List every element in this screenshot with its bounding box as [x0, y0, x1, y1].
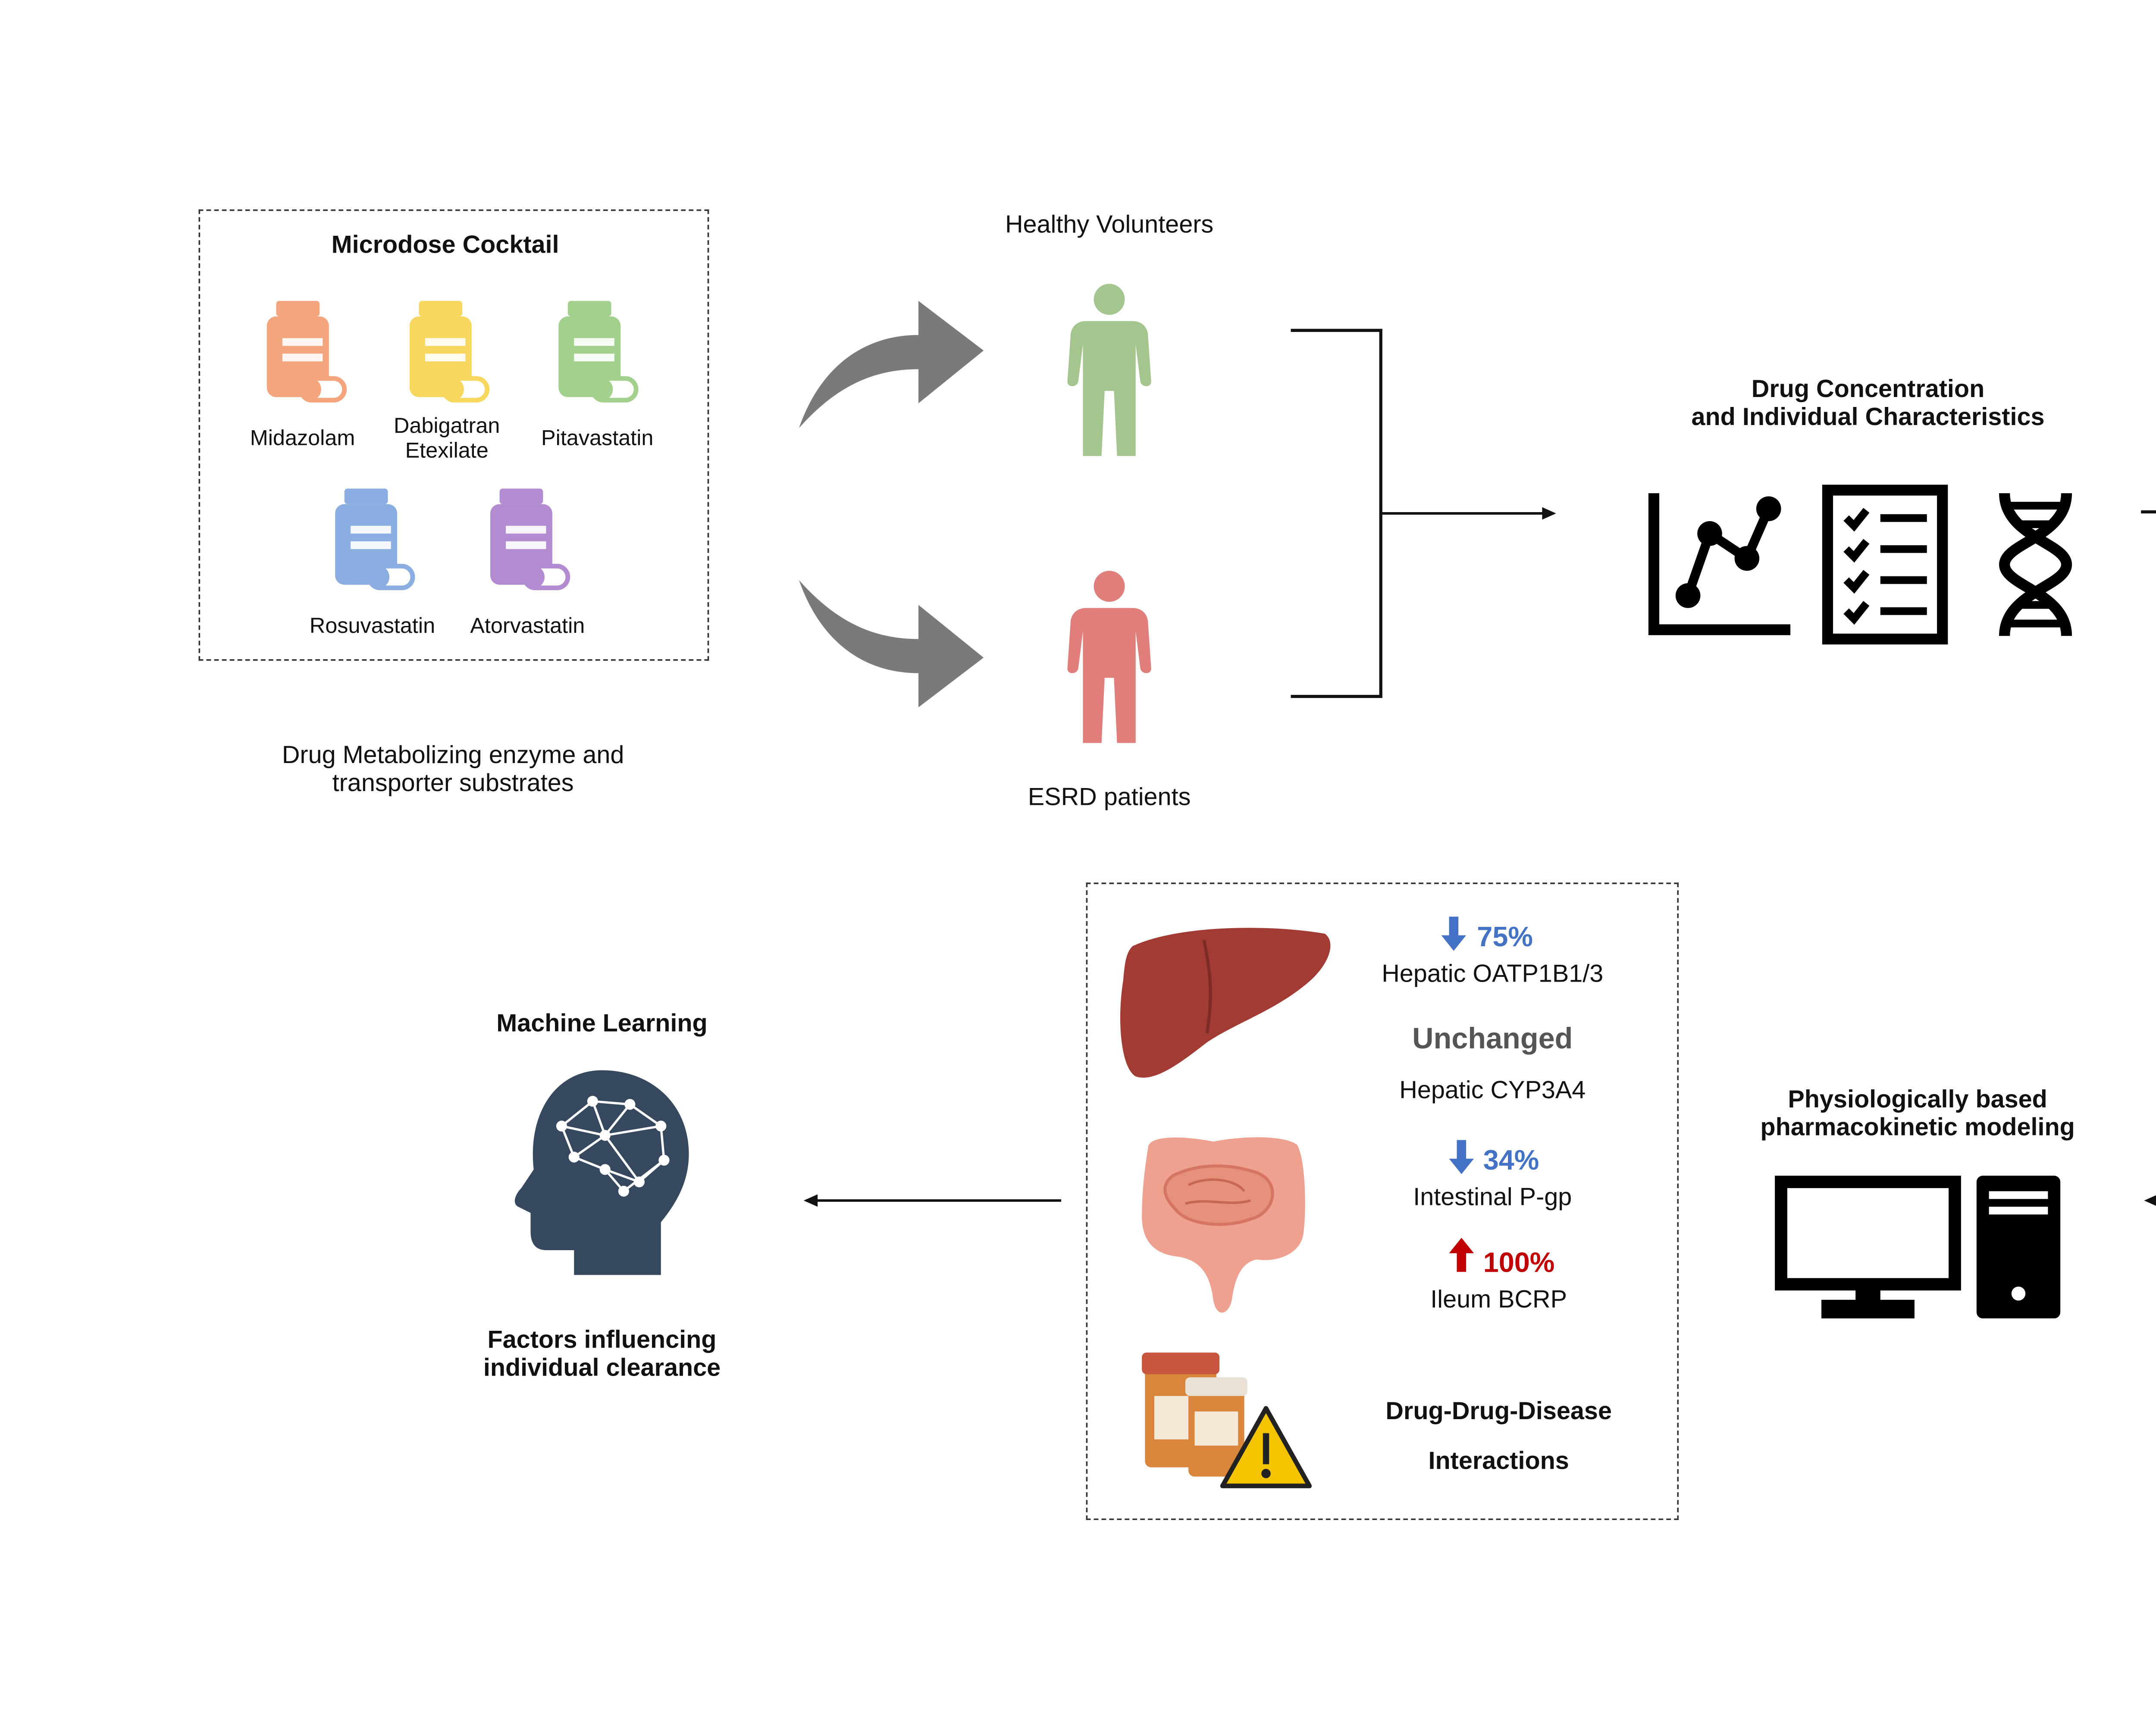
liver-icon	[1120, 928, 1331, 1078]
healthy-volunteers-label: Healthy Volunteers	[1005, 212, 1214, 239]
bcrp-change: 100%	[1483, 1247, 1555, 1278]
pgp-change: 34%	[1483, 1145, 1539, 1176]
microdose-cocktail-box	[198, 209, 709, 661]
ddi-line2: Interactions	[1428, 1448, 1569, 1475]
dabigatran-bottle-icon	[409, 301, 490, 403]
ddi-line1: Drug-Drug-Disease	[1385, 1399, 1612, 1426]
cocktail-caption: Drug Metabolizing enzyme and transporter…	[282, 743, 624, 798]
pbpk-title: Physiologically based pharmacokinetic mo…	[1760, 1087, 2075, 1142]
rosuvastatin-bottle-icon	[335, 488, 415, 591]
atorvastatin-bottle-icon	[490, 488, 570, 591]
findings-box	[1086, 882, 1679, 1520]
computer-icon	[1775, 1176, 2061, 1319]
drug-label-atorvastatin: Atorvastatin	[470, 613, 585, 638]
curved-arrow-down-icon	[799, 580, 984, 707]
esrd-patients-label: ESRD patients	[1028, 785, 1191, 811]
data-collection-title: Drug Concentration and Individual Charac…	[1691, 377, 2045, 432]
esrd-person-icon	[1067, 571, 1151, 743]
pitavastatin-bottle-icon	[558, 301, 639, 403]
drug-label-pitavastatin: Pitavastatin	[541, 425, 654, 450]
arrow-to-ml	[803, 1194, 1062, 1207]
ai-head-icon	[514, 1070, 689, 1275]
midazolam-bottle-icon	[266, 301, 347, 403]
ml-caption: Factors influencing individual clearance	[483, 1327, 721, 1383]
merge-bracket	[1291, 328, 1556, 698]
cyp-label: Hepatic CYP3A4	[1399, 1078, 1586, 1104]
drug-label-dabigatran: Dabigatran Etexilate	[393, 413, 500, 463]
drug-label-rosuvastatin: Rosuvastatin	[309, 613, 436, 638]
intestine-icon	[1142, 1137, 1305, 1313]
pgp-label: Intestinal P-gp	[1413, 1185, 1572, 1212]
cyp-change: Unchanged	[1412, 1023, 1573, 1057]
pgp-down-arrow-icon	[1449, 1140, 1474, 1174]
checklist-icon	[1822, 485, 1948, 644]
medication-warning-icon	[1142, 1352, 1312, 1489]
drug-label-midazolam: Midazolam	[250, 425, 355, 450]
connector-to-pbpk	[2141, 510, 2156, 1206]
curved-arrow-up-icon	[799, 301, 984, 429]
bcrp-label: Ileum BCRP	[1430, 1287, 1567, 1314]
dna-icon	[1999, 493, 2072, 636]
bcrp-up-arrow-icon	[1449, 1238, 1474, 1272]
healthy-person-icon	[1067, 284, 1151, 456]
oatp-change: 75%	[1477, 921, 1533, 953]
line-chart-icon	[1648, 493, 1791, 635]
oatp-label: Hepatic OATP1B1/3	[1382, 961, 1604, 988]
ml-title: Machine Learning	[496, 1011, 708, 1038]
oatp-down-arrow-icon	[1441, 916, 1467, 951]
cocktail-title: Microdose Cocktail	[331, 232, 559, 259]
